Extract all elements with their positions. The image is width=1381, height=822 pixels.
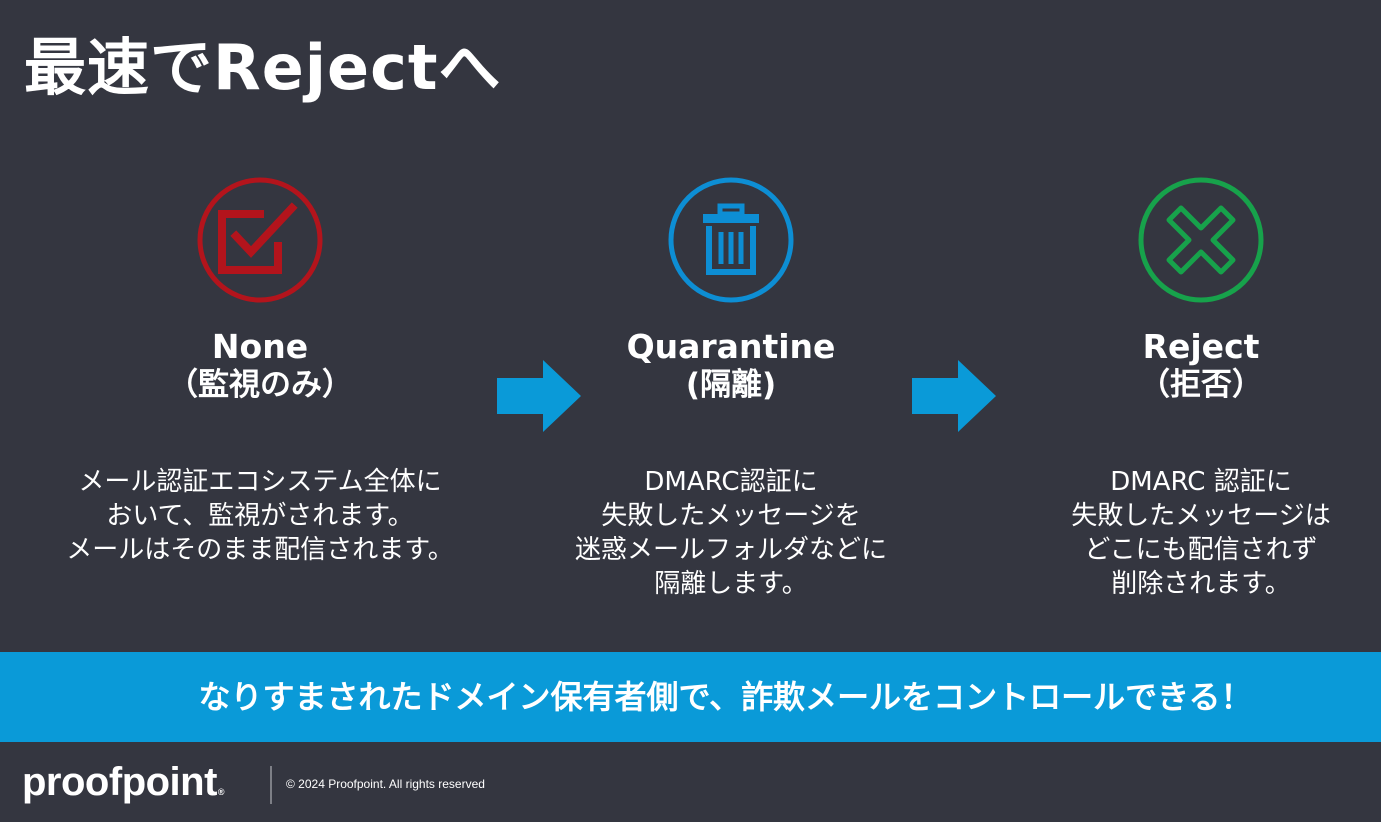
stage-description: DMARC認証に 失敗したメッセージを 迷惑メールフォルダなどに 隔離します。	[574, 467, 887, 599]
stage-quarantine: Quarantine (隔離) DMARC認証に 失敗したメッセージを 迷惑メー…	[521, 176, 941, 601]
footer: proofpoint® © 2024 Proofpoint. All right…	[0, 742, 1381, 822]
stage-reject: Reject （拒否） DMARC 認証に 失敗したメッセージは どこにも配信さ…	[991, 176, 1381, 601]
stage-name: Reject	[1142, 327, 1260, 366]
stage-subtitle: （監視のみ）	[167, 367, 353, 403]
logo-text: proofpoint	[22, 760, 217, 804]
checkbox-icon	[196, 176, 324, 304]
stage-name: Quarantine	[626, 327, 836, 366]
footer-divider	[270, 766, 272, 804]
page-title: 最速でRejectへ	[24, 31, 502, 104]
banner-text: なりすまされたドメイン保有者側で、詐欺メールをコントロールできる！	[198, 678, 1253, 716]
proofpoint-logo: proofpoint®	[22, 760, 225, 805]
trash-icon	[667, 176, 795, 304]
stage-description: DMARC 認証に 失敗したメッセージは どこにも配信されず 削除されます。	[1071, 467, 1331, 599]
stage-name: None	[211, 327, 309, 366]
stage-subtitle: （拒否）	[1139, 367, 1263, 403]
arrow-right-icon	[912, 360, 996, 432]
arrow-right-icon	[497, 360, 581, 432]
stage-description: メール認証エコシステム全体に おいて、監視がされます。 メールはそのまま配信され…	[66, 467, 454, 565]
copyright-text: © 2024 Proofpoint. All rights reserved	[286, 777, 485, 791]
x-icon	[1137, 176, 1265, 304]
stage-none: None （監視のみ） メール認証エコシステム全体に おいて、監視がされます。 …	[50, 176, 470, 567]
message-banner: なりすまされたドメイン保有者側で、詐欺メールをコントロールできる！	[0, 652, 1381, 742]
registered-mark: ®	[217, 787, 225, 797]
stage-subtitle: (隔離)	[685, 367, 777, 403]
